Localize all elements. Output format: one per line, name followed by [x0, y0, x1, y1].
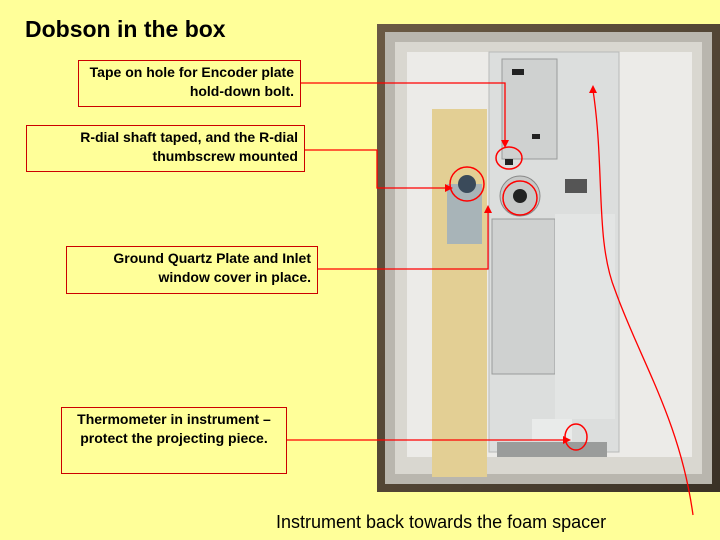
callout-quartz-plate: Ground Quartz Plate and Inlet window cov…	[66, 246, 318, 294]
r-dial-arrow	[305, 149, 450, 189]
callout-encoder-tape: Tape on hole for Encoder plate hold-down…	[78, 60, 301, 107]
slide-title: Dobson in the box	[25, 16, 226, 42]
callout-r-dial: R-dial shaft taped, and the R-dial thumb…	[26, 125, 305, 172]
quartz-arrow	[318, 210, 489, 270]
spacer-arrow	[592, 89, 694, 516]
instrument-photo	[377, 24, 720, 492]
callout-thermometer: Thermometer in instrument – protect the …	[61, 407, 287, 474]
caption-text: Instrument back towards the foam spacer	[276, 512, 607, 532]
encoder-arrow	[301, 82, 506, 143]
